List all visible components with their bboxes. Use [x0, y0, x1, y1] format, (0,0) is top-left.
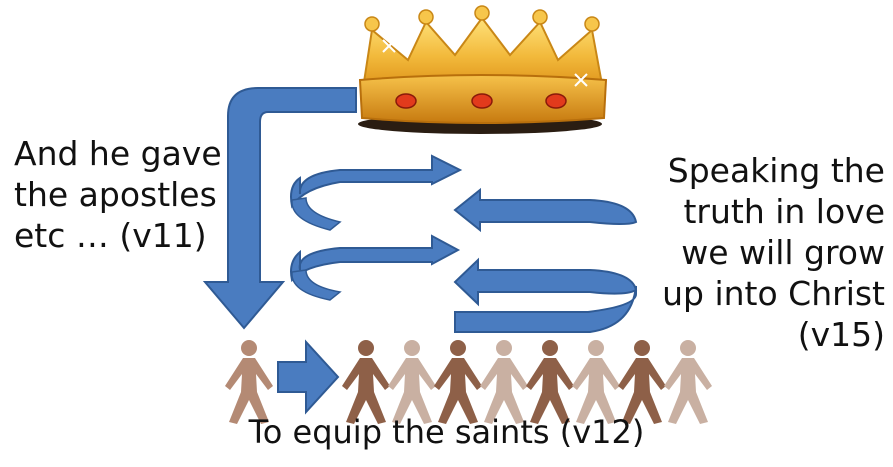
spiral-arrow-4 — [453, 257, 638, 307]
left-caption-line-2: the apostles — [14, 175, 217, 214]
right-caption-line-1: Speaking the — [667, 151, 885, 190]
right-caption-line-4: up into Christ — [662, 274, 885, 313]
person-figure-icon — [572, 340, 620, 424]
right-caption-line-5: (v15) — [797, 315, 885, 354]
spiral-curl-left-1 — [291, 197, 342, 231]
left-caption-line-1: And he gave — [14, 134, 222, 173]
person-figure-icon — [480, 340, 528, 424]
person-head — [496, 340, 512, 356]
crown-balls — [364, 5, 600, 32]
person-body — [388, 358, 436, 424]
person-body — [225, 358, 273, 424]
left-caption: And he gave the apostles etc … (v11) — [14, 133, 222, 256]
spiral-arrow-1 — [290, 154, 463, 209]
person-figure-icon — [388, 340, 436, 424]
person-body — [664, 358, 712, 424]
person-figure-icon — [225, 340, 273, 424]
left-caption-line-3: etc … (v11) — [14, 216, 207, 255]
person-body — [572, 358, 620, 424]
person-head — [450, 340, 466, 356]
crown-sparkles — [382, 39, 588, 87]
person-figure-icon — [664, 340, 712, 424]
right-caption-line-2: truth in love — [683, 192, 885, 231]
crown-icon — [358, 5, 608, 134]
person-figure-icon — [618, 340, 666, 424]
right-block-arrow-icon — [277, 339, 340, 415]
person-head — [542, 340, 558, 356]
person-head — [680, 340, 696, 356]
bottom-caption: To equip the saints (v12) — [248, 413, 645, 451]
spiral-tail — [454, 285, 637, 333]
spiral-curl-left-2 — [291, 269, 342, 301]
spiral-up-arrows-icon — [290, 154, 638, 333]
person-head — [634, 340, 650, 356]
person-head — [404, 340, 420, 356]
person-body — [434, 358, 482, 424]
right-caption: Speaking the truth in love we will grow … — [662, 150, 885, 355]
person-head — [241, 340, 257, 356]
spiral-arrow-3 — [290, 234, 461, 283]
spiral-arrow-2 — [453, 187, 638, 233]
right-caption-line-3: we will grow — [681, 233, 885, 272]
bent-down-arrow-icon — [202, 87, 357, 330]
person-body — [342, 358, 390, 424]
person-head — [588, 340, 604, 356]
people-row — [225, 340, 712, 424]
person-head — [358, 340, 374, 356]
person-body — [526, 358, 574, 424]
person-figure-icon — [342, 340, 390, 424]
person-figure-icon — [434, 340, 482, 424]
person-figure-icon — [526, 340, 574, 424]
crown-jewels — [395, 93, 567, 109]
person-body — [480, 358, 528, 424]
person-body — [618, 358, 666, 424]
